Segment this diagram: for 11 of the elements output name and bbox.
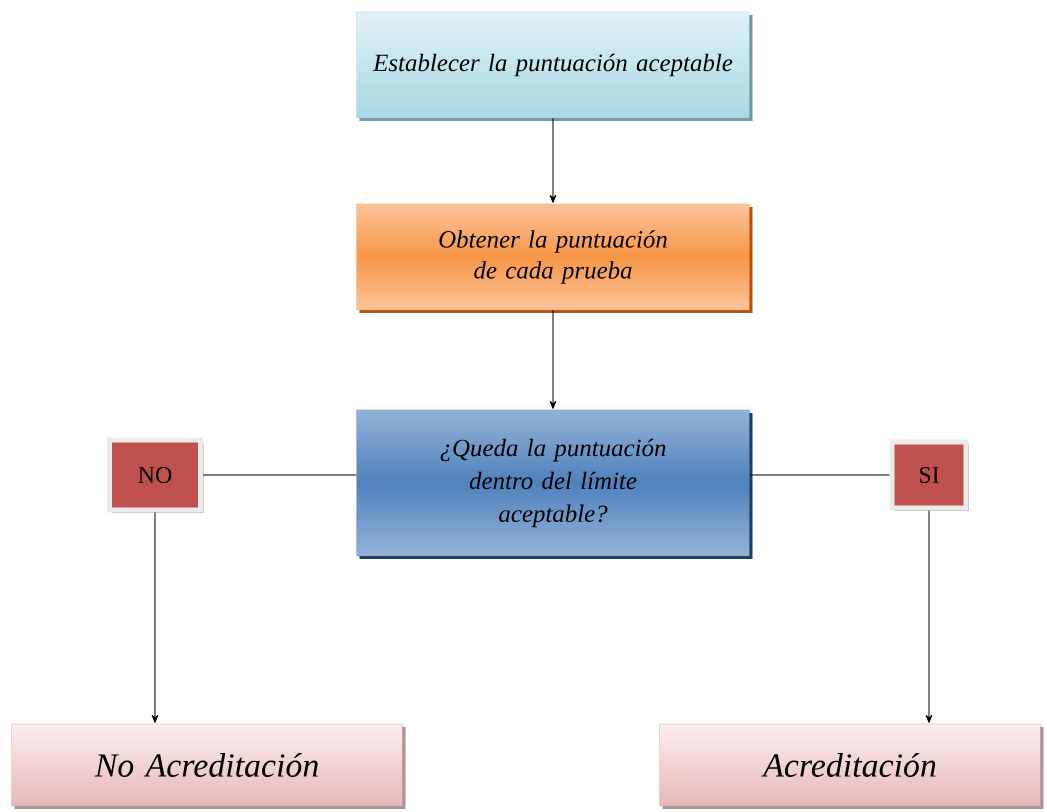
arrow bbox=[549, 309, 557, 409]
arrow bbox=[925, 510, 933, 723]
answer-tag: SI bbox=[889, 439, 969, 511]
result-box: Acreditación bbox=[659, 723, 1044, 809]
decision-box: ¿Queda la puntuación dentro del límite aceptable? bbox=[356, 409, 753, 559]
answer-tag: NO bbox=[107, 437, 204, 513]
arrow bbox=[549, 117, 557, 203]
process-box: Obtener la puntuación de cada prueba bbox=[356, 203, 753, 313]
result-box: No Acreditación bbox=[11, 723, 406, 809]
process-box: Establecer la puntuación aceptable bbox=[356, 11, 753, 121]
arrow bbox=[151, 512, 159, 723]
